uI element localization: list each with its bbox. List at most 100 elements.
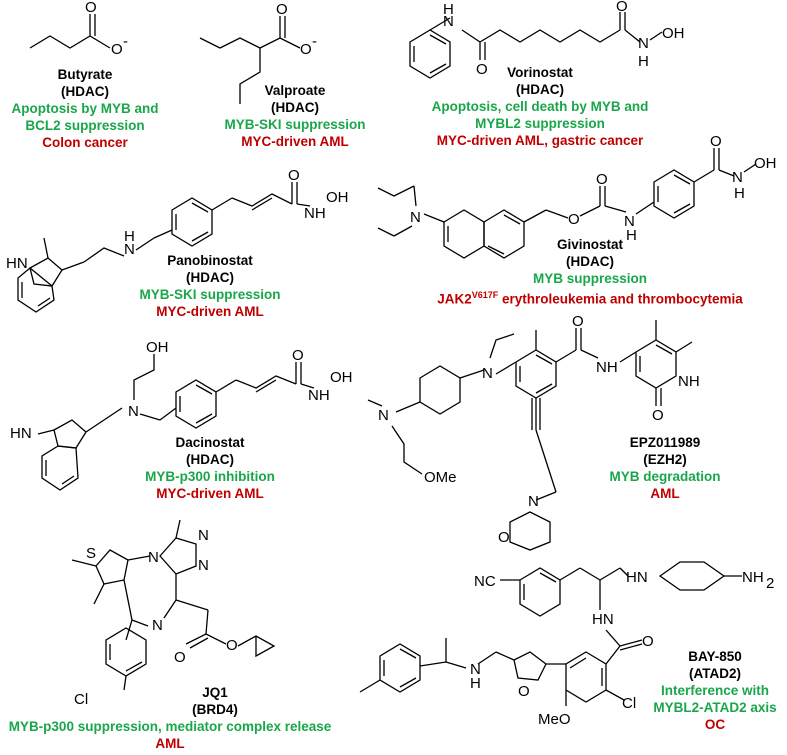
svg-text:N: N xyxy=(152,617,163,634)
svg-text:OH: OH xyxy=(662,25,685,42)
givinostat-label: Givinostat (HDAC) MYB suppression JAK2V6… xyxy=(400,236,780,308)
svg-text:H: H xyxy=(443,1,454,18)
svg-text:O: O xyxy=(568,211,580,228)
compound-effect: MYBL2-ATAD2 axis xyxy=(653,700,777,715)
svg-text:N: N xyxy=(124,241,135,258)
svg-text:H: H xyxy=(638,53,649,70)
compound-target: (ATAD2) xyxy=(689,666,741,681)
svg-text:N: N xyxy=(624,213,635,230)
svg-text:-: - xyxy=(123,33,128,50)
compound-disease: MYC-driven AML xyxy=(156,304,264,319)
svg-text:NH: NH xyxy=(678,373,700,390)
svg-text:-: - xyxy=(312,33,317,50)
svg-text:HN: HN xyxy=(592,611,614,628)
compound-effect: BCL2 suppression xyxy=(25,118,145,133)
svg-text:N: N xyxy=(128,403,139,420)
compound-name: JQ1 xyxy=(202,685,228,700)
svg-text:S: S xyxy=(86,545,96,562)
svg-text:Cl: Cl xyxy=(622,695,636,712)
compound-disease: AML xyxy=(155,736,185,751)
svg-text:N: N xyxy=(638,35,649,52)
svg-text:NH: NH xyxy=(742,569,764,586)
svg-text:O: O xyxy=(476,61,488,78)
bay850-structure: NC HN NH 2 HN O Cl MeO O N H xyxy=(359,561,774,728)
jq1-label: JQ1 (BRD4) MYB-p300 suppression, mediato… xyxy=(0,684,340,752)
svg-text:N: N xyxy=(443,13,454,30)
svg-text:H: H xyxy=(470,675,481,692)
compound-disease: MYC-driven AML xyxy=(241,134,349,149)
svg-text:O: O xyxy=(498,529,510,546)
svg-text:NH: NH xyxy=(308,387,330,404)
svg-text:O: O xyxy=(174,649,186,666)
svg-text:O: O xyxy=(300,41,312,58)
svg-text:O: O xyxy=(518,683,530,700)
compound-name: Butyrate xyxy=(57,67,113,82)
panobinostat-label: Panobinostat (HDAC) MYB-SKI suppression … xyxy=(120,252,300,320)
compound-effect: MYB degradation xyxy=(609,469,721,484)
svg-text:N: N xyxy=(470,661,481,678)
compound-effect: MYB-SKI suppression xyxy=(139,287,281,302)
svg-text:O: O xyxy=(226,637,238,654)
svg-text:O: O xyxy=(596,171,608,188)
valproate-structure: O O - xyxy=(199,1,317,104)
compound-target: (EZH2) xyxy=(643,452,687,467)
compound-effect: MYB-SKI suppression xyxy=(224,117,366,132)
svg-text:OH: OH xyxy=(146,339,169,356)
compound-target: (HDAC) xyxy=(61,84,109,99)
compound-target: (BRD4) xyxy=(192,702,238,717)
compound-target: (HDAC) xyxy=(271,100,319,115)
compound-target: (HDAC) xyxy=(186,452,234,467)
compound-name: Panobinostat xyxy=(167,253,253,268)
compound-name: Dacinostat xyxy=(175,435,245,450)
svg-text:HN: HN xyxy=(626,569,648,586)
svg-text:N: N xyxy=(198,557,209,574)
dacinostat-label: Dacinostat (HDAC) MYB-p300 inhibition MY… xyxy=(130,434,290,502)
compound-effect: Apoptosis, cell death by MYB and xyxy=(431,99,649,114)
svg-text:OH: OH xyxy=(754,155,777,172)
vorinostat-structure: N H O O N H OH xyxy=(409,0,685,79)
vorinostat-label: Vorinostat (HDAC) Apoptosis, cell death … xyxy=(410,64,670,149)
svg-text:O: O xyxy=(616,0,628,15)
compound-target: (HDAC) xyxy=(516,82,564,97)
compound-disease: MYC-driven AML, gastric cancer xyxy=(436,133,644,148)
svg-text:HN: HN xyxy=(6,255,28,272)
compound-name: Vorinostat xyxy=(507,65,573,80)
svg-text:2: 2 xyxy=(766,575,774,592)
compound-disease: AML xyxy=(650,486,680,501)
compound-effect: MYBL2 suppression xyxy=(475,116,605,131)
compound-effect: MYB suppression xyxy=(532,271,648,286)
svg-text:O: O xyxy=(292,347,304,364)
compound-name: EPZ011989 xyxy=(629,435,701,450)
panobinostat-structure: HN N H O NH OH xyxy=(6,167,349,313)
compound-name: Valproate xyxy=(264,83,326,98)
svg-text:N: N xyxy=(528,493,539,510)
svg-text:O: O xyxy=(652,407,664,424)
epz011989-label: EPZ011989 (EZH2) MYB degradation AML xyxy=(590,434,740,502)
compound-effect: Interference with xyxy=(660,683,770,698)
valproate-label: Valproate (HDAC) MYB-SKI suppression MYC… xyxy=(220,82,370,150)
atom-o-minus: O xyxy=(111,41,123,58)
compound-target: (HDAC) xyxy=(186,270,234,285)
svg-text:Cl: Cl xyxy=(74,691,88,708)
svg-text:H: H xyxy=(626,227,637,244)
svg-text:NH: NH xyxy=(304,205,326,222)
svg-text:O: O xyxy=(276,1,288,18)
svg-text:N: N xyxy=(198,527,209,544)
svg-text:N: N xyxy=(378,407,389,424)
compound-disease: MYC-driven AML xyxy=(156,486,264,501)
svg-text:OH: OH xyxy=(326,189,349,206)
svg-text:MeO: MeO xyxy=(538,711,571,728)
svg-text:N: N xyxy=(482,365,493,382)
jq1-structure: S N N N N O O Cl xyxy=(71,519,276,708)
svg-text:H: H xyxy=(734,185,745,202)
atom-o: O xyxy=(85,0,97,16)
compound-name: BAY-850 xyxy=(688,649,742,664)
svg-text:O: O xyxy=(572,313,584,330)
epz011989-structure: N N OMe O NH O NH N O xyxy=(367,313,700,551)
svg-text:O: O xyxy=(288,167,300,184)
svg-text:O: O xyxy=(642,633,654,650)
svg-text:OH: OH xyxy=(330,369,353,386)
svg-text:N: N xyxy=(732,169,743,186)
compound-disease: JAK2V617F erythroleukemia and thrombocyt… xyxy=(437,290,743,307)
